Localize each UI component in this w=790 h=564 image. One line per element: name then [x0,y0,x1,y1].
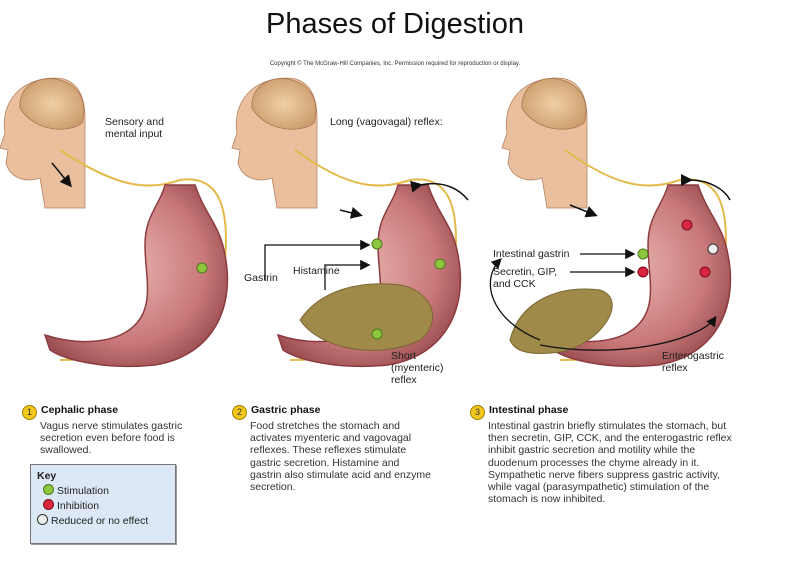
phase-text: Food stretches the stomach and activates… [250,420,431,494]
intestinal-phase-description: 3 Intestinal phase Intestinal gastrin bri… [470,404,732,505]
arrow-icon [489,258,541,341]
key-item-stimulation: Stimulation [37,484,169,499]
key-title: Key [37,470,57,482]
inhibition-icon [43,499,54,510]
stimulation-icon [196,262,208,274]
inhibition-icon [681,219,693,231]
arrow-icon [410,180,469,201]
stimulation-icon [637,248,649,260]
phase-number-badge: 3 [470,405,485,420]
stimulation-icon [434,258,446,270]
head-illustration [501,77,588,209]
long-reflex-label: Long (vagovagal) reflex: [330,116,443,128]
legend-key: Key Stimulation Inhibition Reduced or no… [30,464,176,544]
arrow-icon [569,204,598,218]
no-effect-icon [37,514,48,525]
histamine-label: Histamine [293,265,340,277]
key-item-no-effect: Reduced or no effect [37,514,169,529]
phase-text: Intestinal gastrin briefly stimulates th… [488,420,732,506]
stimulation-icon [371,328,383,340]
arrow-icon [680,173,731,201]
no-effect-icon [707,243,719,255]
stimulation-icon [43,484,54,495]
copyright-notice: Copyright © The McGraw-Hill Companies, I… [269,61,521,67]
phase-number-badge: 1 [22,405,37,420]
arrow-icon [51,162,72,188]
arrow-icon [264,239,371,280]
stomach-illustration [44,184,229,368]
intestinal-gastrin-label: Intestinal gastrin [493,248,570,260]
arrow-icon [324,259,371,290]
inhibition-icon [699,266,711,278]
secretin-gip-cck-label: Secretin, GIP, and CCK [493,266,558,290]
inhibition-icon [637,266,649,278]
gastric-phase-description: 2 Gastric phase Food stretches the stomac… [232,404,432,493]
gastrin-label: Gastrin [244,272,278,284]
phase-number-badge: 2 [232,405,247,420]
short-reflex-label: Short (myenteric) reflex [391,350,444,386]
stimulation-icon [371,238,383,250]
cephalic-phase-description: 1 Cephalic phase Vagus nerve stimulates g… [22,404,192,457]
sensory-input-label: Sensory and mental input [105,116,164,140]
phase-text: Vagus nerve stimulates gastric secretion… [40,420,183,457]
head-illustration [231,77,318,209]
enterogastric-reflex-label: Enterogastric reflex [662,350,724,374]
arrow-icon [539,315,717,351]
phase-title: Cephalic phase [41,404,119,416]
key-item-inhibition: Inhibition [37,499,169,514]
arrow-icon [339,206,363,219]
food-mass [299,283,433,351]
phase-title: Intestinal phase [489,404,569,416]
head-illustration [0,77,86,209]
figure-title: Phases of Digestion [266,8,524,40]
phase-title: Gastric phase [251,404,321,416]
